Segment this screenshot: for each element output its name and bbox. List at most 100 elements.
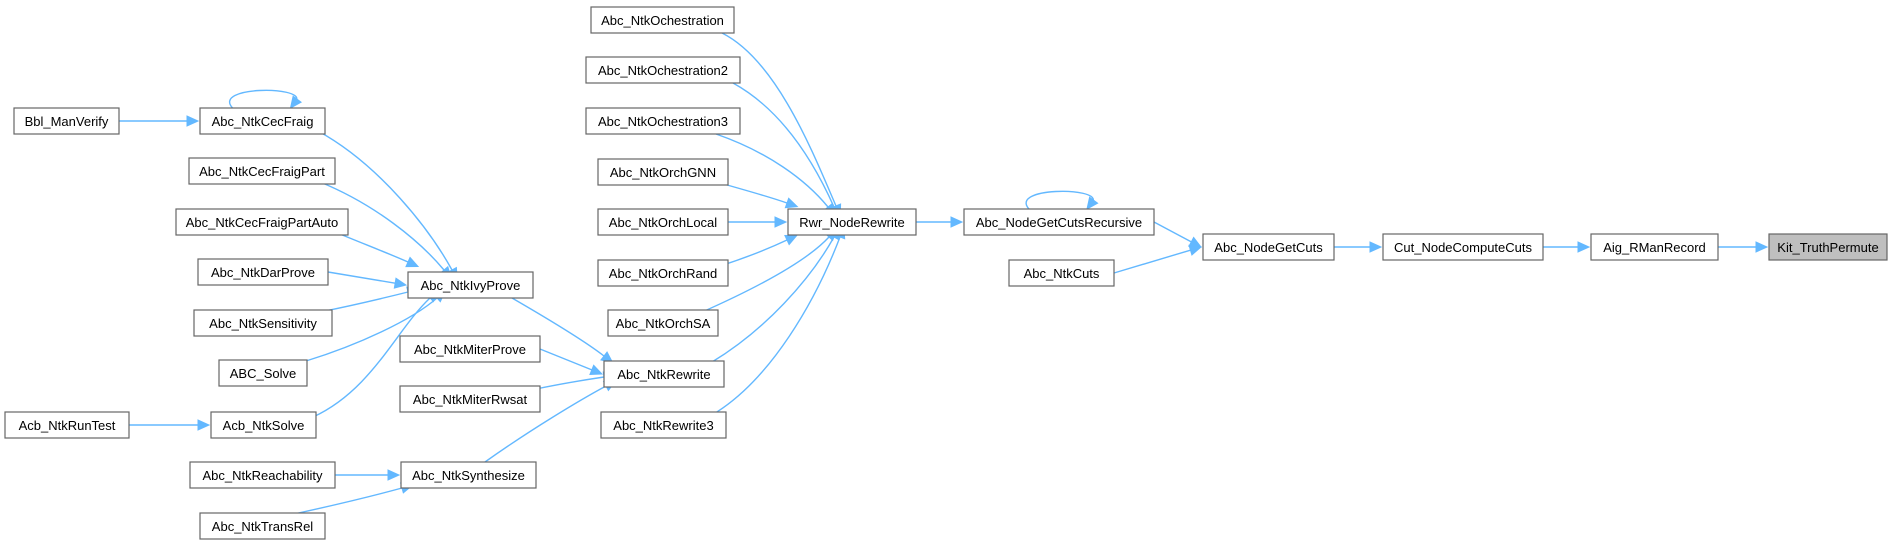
edge-acbrun-to-acbsolve-arrowhead (197, 419, 211, 431)
node-acbsolve[interactable]: Acb_NtkSolve (210, 411, 317, 439)
edge-cutc-to-aig-arrowhead (1577, 241, 1591, 253)
edge-miterp-to-rewrite (539, 348, 604, 376)
edge-miterr-to-rewrite-line (535, 376, 605, 390)
node-label: Kit_TruthPermute (1777, 240, 1878, 255)
edge-getcuts-to-cutc-arrowhead (1369, 241, 1383, 253)
edge-darprove-to-ivy-line (327, 271, 396, 284)
node-rwr[interactable]: Rwr_NodeRewrite (787, 208, 917, 236)
edge-aig-to-kit (1718, 241, 1769, 253)
node-box (399, 335, 541, 363)
node-box (1768, 233, 1888, 261)
node-reach[interactable]: Abc_NtkReachability (189, 461, 336, 489)
node-kit[interactable]: Kit_TruthPermute (1768, 233, 1888, 261)
edge-orch2-to-rwr-line (732, 82, 835, 208)
node-label: Acb_NtkSolve (223, 418, 305, 433)
node-sa[interactable]: Abc_NtkOrchSA (607, 309, 719, 337)
node-rewrite3[interactable]: Abc_NtkRewrite3 (600, 411, 727, 439)
node-box (787, 208, 917, 236)
edge-orch3-to-rwr-line (715, 133, 829, 208)
edge-miterp-to-rewrite-line (539, 348, 593, 371)
node-ntkcuts[interactable]: Abc_NtkCuts (1008, 259, 1115, 287)
edge-miterr-to-rewrite (535, 371, 617, 390)
edge-orch-to-rwr-line (721, 32, 837, 207)
node-box (199, 512, 326, 540)
edge-getrec-to-getrec-arrowhead (1086, 196, 1099, 210)
edge-cecfraig-to-ivy-line (317, 130, 453, 271)
edge-bbl-to-cecfraig (119, 115, 200, 127)
node-ivy[interactable]: Abc_NtkIvyProve (407, 271, 534, 299)
edge-ivy-to-rewrite-line (511, 297, 605, 357)
node-box (400, 461, 537, 489)
edge-cecfraig-to-cecfraig-line (228, 89, 298, 109)
node-trans[interactable]: Abc_NtkTransRel (199, 512, 326, 540)
edge-sens-to-ivy-line (319, 291, 409, 313)
edge-local-to-rwr-arrowhead (774, 216, 788, 228)
edge-darprove-to-ivy-arrowhead (393, 277, 408, 289)
edge-miterp-to-rewrite-arrowhead (589, 364, 604, 376)
node-box (607, 309, 719, 337)
edge-reach-to-synth-arrowhead (387, 469, 401, 481)
node-cutc[interactable]: Cut_NodeComputeCuts (1382, 233, 1544, 261)
node-orch[interactable]: Abc_NtkOchestration (590, 6, 735, 34)
node-gnn[interactable]: Abc_NtkOrchGNN (597, 158, 729, 186)
edge-gnn-to-rwr (719, 182, 799, 209)
node-label: Bbl_ManVerify (25, 114, 109, 129)
node-label: Abc_NtkSynthesize (412, 468, 525, 483)
node-box (600, 411, 727, 439)
node-darprove[interactable]: Abc_NtkDarProve (197, 258, 329, 286)
node-box (407, 271, 534, 299)
node-aig[interactable]: Aig_RManRecord (1590, 233, 1719, 261)
node-box (597, 259, 729, 287)
node-miterr[interactable]: Abc_NtkMiterRwsat (399, 385, 541, 413)
node-label: Abc_NtkDarProve (211, 265, 315, 280)
node-box (590, 6, 735, 34)
node-acbrun[interactable]: Acb_NtkRunTest (4, 411, 130, 439)
node-label: Abc_NodeGetCuts (1214, 240, 1323, 255)
node-label: Abc_NtkCecFraig (212, 114, 314, 129)
edge-getrec-to-getrec-line (1025, 190, 1094, 210)
edge-getrec-to-getrec (1025, 190, 1099, 210)
edge-getrec-to-getcuts (1153, 221, 1203, 248)
edge-rand-to-rwr-arrowhead (784, 234, 799, 246)
node-local[interactable]: Abc_NtkOrchLocal (597, 208, 729, 236)
node-rewrite[interactable]: Abc_NtkRewrite (603, 360, 725, 388)
edge-acbsolve-to-ivy-line (312, 297, 431, 418)
edge-aig-to-kit-arrowhead (1755, 241, 1769, 253)
node-box (1590, 233, 1719, 261)
node-miterp[interactable]: Abc_NtkMiterProve (399, 335, 541, 363)
edge-rwr-to-getrec (916, 216, 964, 228)
node-bbl[interactable]: Bbl_ManVerify (13, 107, 120, 135)
edge-getcuts-to-cutc (1334, 241, 1383, 253)
node-box (175, 208, 349, 236)
node-getcuts[interactable]: Abc_NodeGetCuts (1202, 233, 1335, 261)
node-orch3[interactable]: Abc_NtkOchestration3 (585, 107, 741, 135)
node-cecfraig[interactable]: Abc_NtkCecFraig (199, 107, 326, 135)
edge-cutc-to-aig (1543, 241, 1591, 253)
edge-cecfraig-to-ivy (317, 130, 458, 281)
edge-gnn-to-rwr-arrowhead (784, 197, 799, 209)
node-label: Abc_NtkRewrite3 (613, 418, 713, 433)
node-rand[interactable]: Abc_NtkOrchRand (597, 259, 729, 287)
edge-rewrite-to-rwr (711, 226, 840, 363)
node-label: Abc_NtkCuts (1024, 266, 1100, 281)
node-label: Abc_NtkOrchGNN (610, 165, 716, 180)
node-label: Abc_NtkOchestration (601, 13, 724, 28)
edge-layer (119, 32, 1769, 515)
node-box (963, 208, 1155, 236)
node-getrec[interactable]: Abc_NodeGetCutsRecursive (963, 208, 1155, 236)
node-abcsolve[interactable]: ABC_Solve (218, 359, 308, 387)
edge-rewrite-to-rwr-line (711, 236, 835, 363)
edge-rewrite3-to-rwr (711, 225, 846, 416)
node-sens[interactable]: Abc_NtkSensitivity (193, 309, 333, 337)
node-synth[interactable]: Abc_NtkSynthesize (400, 461, 537, 489)
node-label: ABC_Solve (230, 366, 296, 381)
node-label: Abc_NtkOrchLocal (609, 215, 717, 230)
node-cecpart[interactable]: Abc_NtkCecFraigPart (188, 157, 336, 185)
node-box (189, 461, 336, 489)
node-box (210, 411, 317, 439)
node-orch2[interactable]: Abc_NtkOchestration2 (585, 56, 741, 84)
node-cecpartauto[interactable]: Abc_NtkCecFraigPartAuto (175, 208, 349, 236)
node-label: Abc_NtkMiterRwsat (413, 392, 528, 407)
node-label: Abc_NtkCecFraigPartAuto (186, 215, 338, 230)
